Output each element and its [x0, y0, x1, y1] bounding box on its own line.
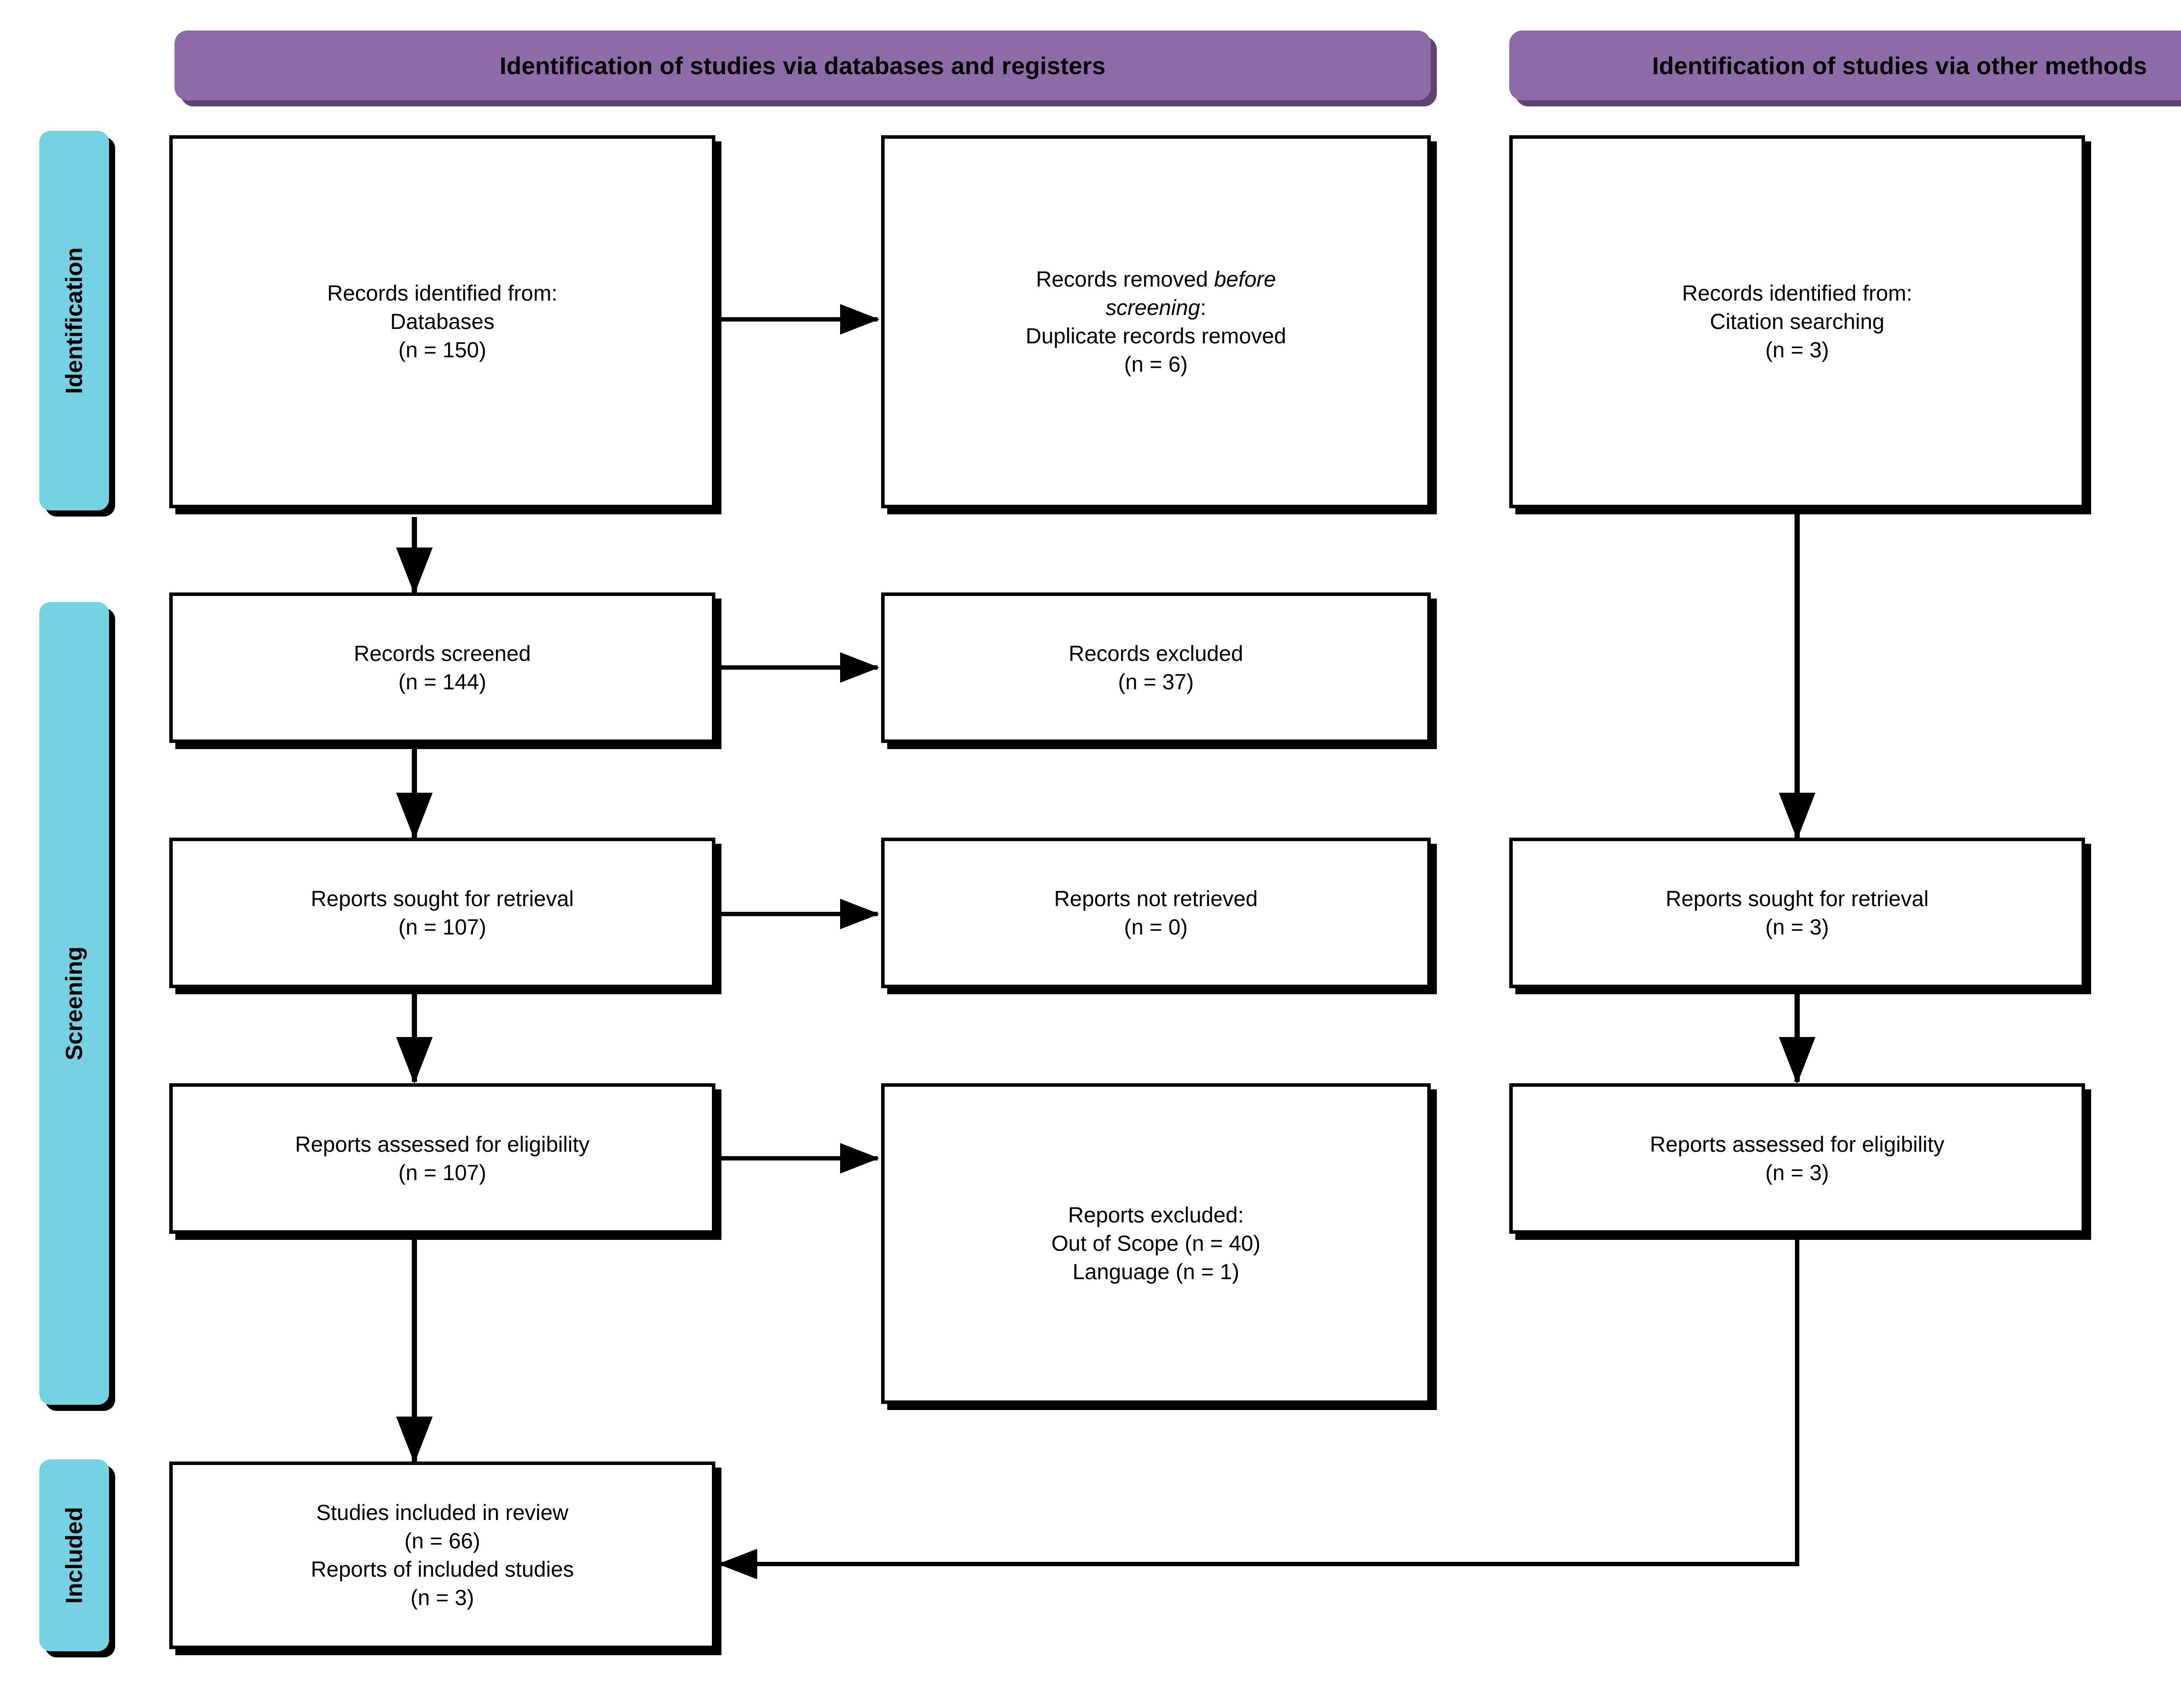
box-records-identified: Records identified from: Databases (n = …	[169, 135, 715, 508]
records-removed-line3: Duplicate records removed	[1026, 323, 1286, 348]
banner-other-label: Identification of studies via other meth…	[1652, 51, 2147, 79]
box-records-removed-text: Records removed before screening: Duplic…	[1026, 265, 1286, 379]
banner-databases-label: Identification of studies via databases …	[499, 51, 1106, 79]
box-other-reports-assessed-text: Reports assessed for eligibility (n = 3)	[1650, 1132, 1945, 1185]
box-records-excluded: Records excluded (n = 37)	[881, 592, 1431, 743]
stage-identification-label: Identification	[61, 247, 87, 394]
stage-identification: Identification	[39, 131, 109, 510]
box-other-reports-assessed-for-eligibility: Reports assessed for eligibility (n = 3)	[1509, 1083, 2085, 1234]
box-reports-sought-text: Reports sought for retrieval (n = 107)	[311, 886, 574, 939]
banner-other-methods: Identification of studies via other meth…	[1509, 31, 2181, 100]
records-removed-line1-prefix: Records removed	[1036, 267, 1214, 291]
box-reports-assessed-text: Reports assessed for eligibility (n = 10…	[295, 1132, 590, 1185]
banner-databases-and-registers: Identification of studies via databases …	[174, 31, 1431, 100]
box-studies-included-text: Studies included in review (n = 66) Repo…	[311, 1500, 574, 1610]
box-records-identified-text: Records identified from: Databases (n = …	[327, 281, 557, 362]
box-other-records-identified-text: Records identified from: Citation search…	[1682, 281, 1912, 362]
stage-included-label: Included	[61, 1506, 87, 1604]
stage-screening: Screening	[39, 602, 109, 1405]
records-removed-before-emphasis: before	[1214, 267, 1276, 291]
box-studies-included-in-review: Studies included in review (n = 66) Repo…	[169, 1462, 715, 1649]
box-records-screened: Records screened (n = 144)	[169, 592, 715, 743]
stage-screening-label: Screening	[61, 946, 87, 1061]
box-reports-excluded-text: Reports excluded: Out of Scope (n = 40) …	[1051, 1203, 1261, 1284]
stage-included: Included	[39, 1459, 109, 1651]
records-removed-screening-emphasis: screening	[1105, 295, 1200, 320]
box-other-reports-sought-for-retrieval: Reports sought for retrieval (n = 3)	[1509, 838, 2085, 988]
box-reports-excluded: Reports excluded: Out of Scope (n = 40) …	[881, 1083, 1431, 1404]
box-other-reports-sought-text: Reports sought for retrieval (n = 3)	[1665, 886, 1929, 939]
records-removed-line2-suffix: :	[1200, 295, 1207, 320]
box-reports-sought-for-retrieval: Reports sought for retrieval (n = 107)	[169, 838, 715, 988]
box-other-records-identified: Records identified from: Citation search…	[1509, 135, 2085, 508]
box-reports-assessed-for-eligibility: Reports assessed for eligibility (n = 10…	[169, 1083, 715, 1234]
records-removed-line4: (n = 6)	[1124, 352, 1188, 377]
box-records-removed-before-screening: Records removed before screening: Duplic…	[881, 135, 1431, 508]
box-reports-not-retrieved-text: Reports not retrieved (n = 0)	[1054, 886, 1258, 939]
box-records-excluded-text: Records excluded (n = 37)	[1068, 641, 1244, 694]
box-reports-not-retrieved: Reports not retrieved (n = 0)	[881, 838, 1431, 988]
box-records-screened-text: Records screened (n = 144)	[354, 641, 531, 694]
